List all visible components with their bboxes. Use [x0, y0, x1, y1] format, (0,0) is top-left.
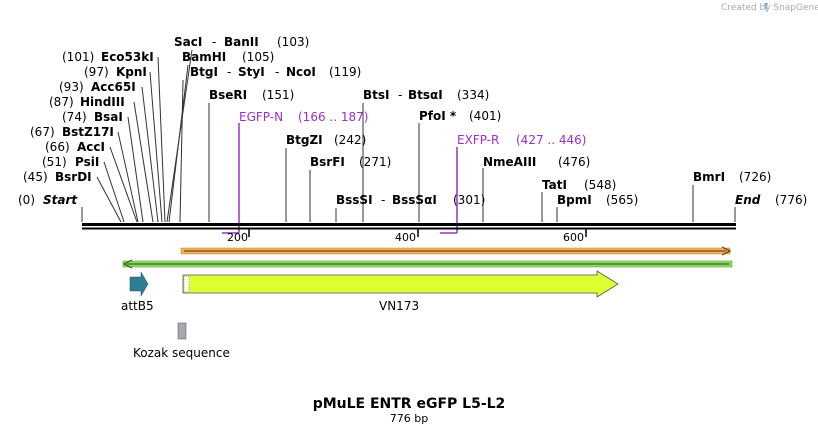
- site-ncoi[interactable]: NcoI: [286, 65, 316, 79]
- site-btsi[interactable]: BtsI: [363, 88, 390, 102]
- left-site-labels: (101) Eco53kI (97) KpnI (93) Acc65I (87)…: [23, 50, 154, 184]
- site-bstz17i[interactable]: BstZ17I: [62, 125, 114, 139]
- ruler-label-600: 600: [563, 231, 584, 244]
- primer-egfp-n[interactable]: EGFP-N: [239, 110, 283, 124]
- primer-egfp-n-range: (166 .. 187): [298, 110, 368, 124]
- site-btsai[interactable]: BtsαI: [408, 88, 443, 102]
- site-nmeaiii[interactable]: NmeAIII: [483, 155, 536, 169]
- site-banii[interactable]: BanII: [224, 35, 259, 49]
- site-pos-bsrdi: (45): [23, 170, 48, 184]
- orange-feature-bar[interactable]: [180, 246, 732, 256]
- primer-exfp-r-range: (427 .. 446): [516, 133, 586, 147]
- site-bsssai[interactable]: BssSαI: [392, 193, 437, 207]
- site-pos-bseri: (151): [262, 88, 294, 102]
- site-hindiii[interactable]: HindIII: [80, 95, 125, 109]
- site-pos-bamhi: (105): [242, 50, 274, 64]
- site-acc65i[interactable]: Acc65I: [91, 80, 136, 94]
- kozak-feature[interactable]: [177, 322, 187, 340]
- attb5-label: attB5: [121, 299, 154, 313]
- site-pos-bsai: (74): [62, 110, 87, 124]
- site-psii[interactable]: PsiI: [75, 155, 99, 169]
- sequence-length: 776 bp: [390, 412, 428, 425]
- start-label: Start: [43, 193, 78, 207]
- site-eco53ki[interactable]: Eco53kI: [101, 50, 154, 64]
- site-btgi[interactable]: BtgI: [190, 65, 218, 79]
- site-pos-btgzi: (242): [334, 133, 366, 147]
- site-pos-kpni: (97): [84, 65, 109, 79]
- site-pos-pfoi: (401): [469, 109, 501, 123]
- attb5-arrow-icon: [129, 271, 149, 297]
- site-bsrfi[interactable]: BsrFI: [310, 155, 345, 169]
- map-title: pMuLE ENTR eGFP L5-L2: [313, 396, 506, 412]
- svg-text:-: -: [381, 193, 385, 207]
- site-saci[interactable]: SacI: [174, 35, 202, 49]
- primer-exfp-r[interactable]: EXFP-R: [457, 133, 499, 147]
- site-pos-bstz17i: (67): [30, 125, 55, 139]
- kozak-label: Kozak sequence: [133, 346, 230, 360]
- site-styi[interactable]: StyI: [238, 65, 265, 79]
- svg-text:-: -: [275, 65, 279, 79]
- site-pos-acc65i: (93): [59, 80, 84, 94]
- snapgene-logo-icon: [764, 3, 768, 12]
- site-pos-tati: (548): [584, 178, 616, 192]
- site-bsrdi[interactable]: BsrDI: [55, 170, 92, 184]
- watermark-text: Created by SnapGene: [721, 3, 818, 13]
- site-leader-lines: [81, 49, 736, 223]
- primer-leaders: [222, 123, 458, 234]
- site-bamhi[interactable]: BamHI: [182, 50, 226, 64]
- svg-text:-: -: [398, 88, 402, 102]
- end-label: End: [735, 193, 761, 207]
- site-pfoi[interactable]: PfoI *: [419, 109, 457, 123]
- site-kpni[interactable]: KpnI: [116, 65, 147, 79]
- site-bsai[interactable]: BsaI: [94, 110, 123, 124]
- svg-text:-: -: [212, 35, 216, 49]
- vn173-arrow-icon: [182, 270, 619, 298]
- primer-labels: EGFP-N (166 .. 187) EXFP-R (427 .. 446): [239, 110, 586, 147]
- site-pos-bsrfi: (271): [359, 155, 391, 169]
- site-pos-eco53ki: (101): [62, 50, 94, 64]
- vn173-label: VN173: [379, 299, 419, 313]
- start-pos: (0): [18, 193, 35, 207]
- green-feature-bar[interactable]: [122, 259, 733, 269]
- site-pos-nmeaiii: (476): [558, 155, 590, 169]
- site-pos-bmri: (726): [739, 170, 771, 184]
- site-bpmi[interactable]: BpmI: [557, 193, 592, 207]
- site-bsssi[interactable]: BssSI: [336, 193, 373, 207]
- site-bmri[interactable]: BmrI: [693, 170, 725, 184]
- vn173-feature[interactable]: [182, 270, 619, 298]
- ruler-label-400: 400: [395, 231, 416, 244]
- site-pos-bpmi: (565): [606, 193, 638, 207]
- svg-text:-: -: [227, 65, 231, 79]
- end-pos: (776): [775, 193, 807, 207]
- site-pos-bsssi: (301): [453, 193, 485, 207]
- site-pos-btsi: (334): [457, 88, 489, 102]
- ruler-ticks: [248, 229, 587, 237]
- site-pos-hindiii: (87): [49, 95, 74, 109]
- site-acci[interactable]: AccI: [77, 140, 105, 154]
- site-tati[interactable]: TatI: [542, 178, 567, 192]
- attb5-feature[interactable]: [129, 271, 149, 297]
- site-pos-saci: (103): [277, 35, 309, 49]
- vn173-start-marker: [183, 275, 190, 293]
- right-site-labels: SacI - BanII (103) BamHI (105) BtgI - St…: [174, 35, 771, 207]
- ruler-label-200: 200: [227, 231, 248, 244]
- site-btgzi[interactable]: BtgZI: [286, 133, 323, 147]
- site-pos-acci: (66): [45, 140, 70, 154]
- site-pos-psii: (51): [42, 155, 67, 169]
- site-pos-btgi: (119): [329, 65, 361, 79]
- site-bseri[interactable]: BseRI: [209, 88, 247, 102]
- sequence-backbone: [82, 223, 736, 230]
